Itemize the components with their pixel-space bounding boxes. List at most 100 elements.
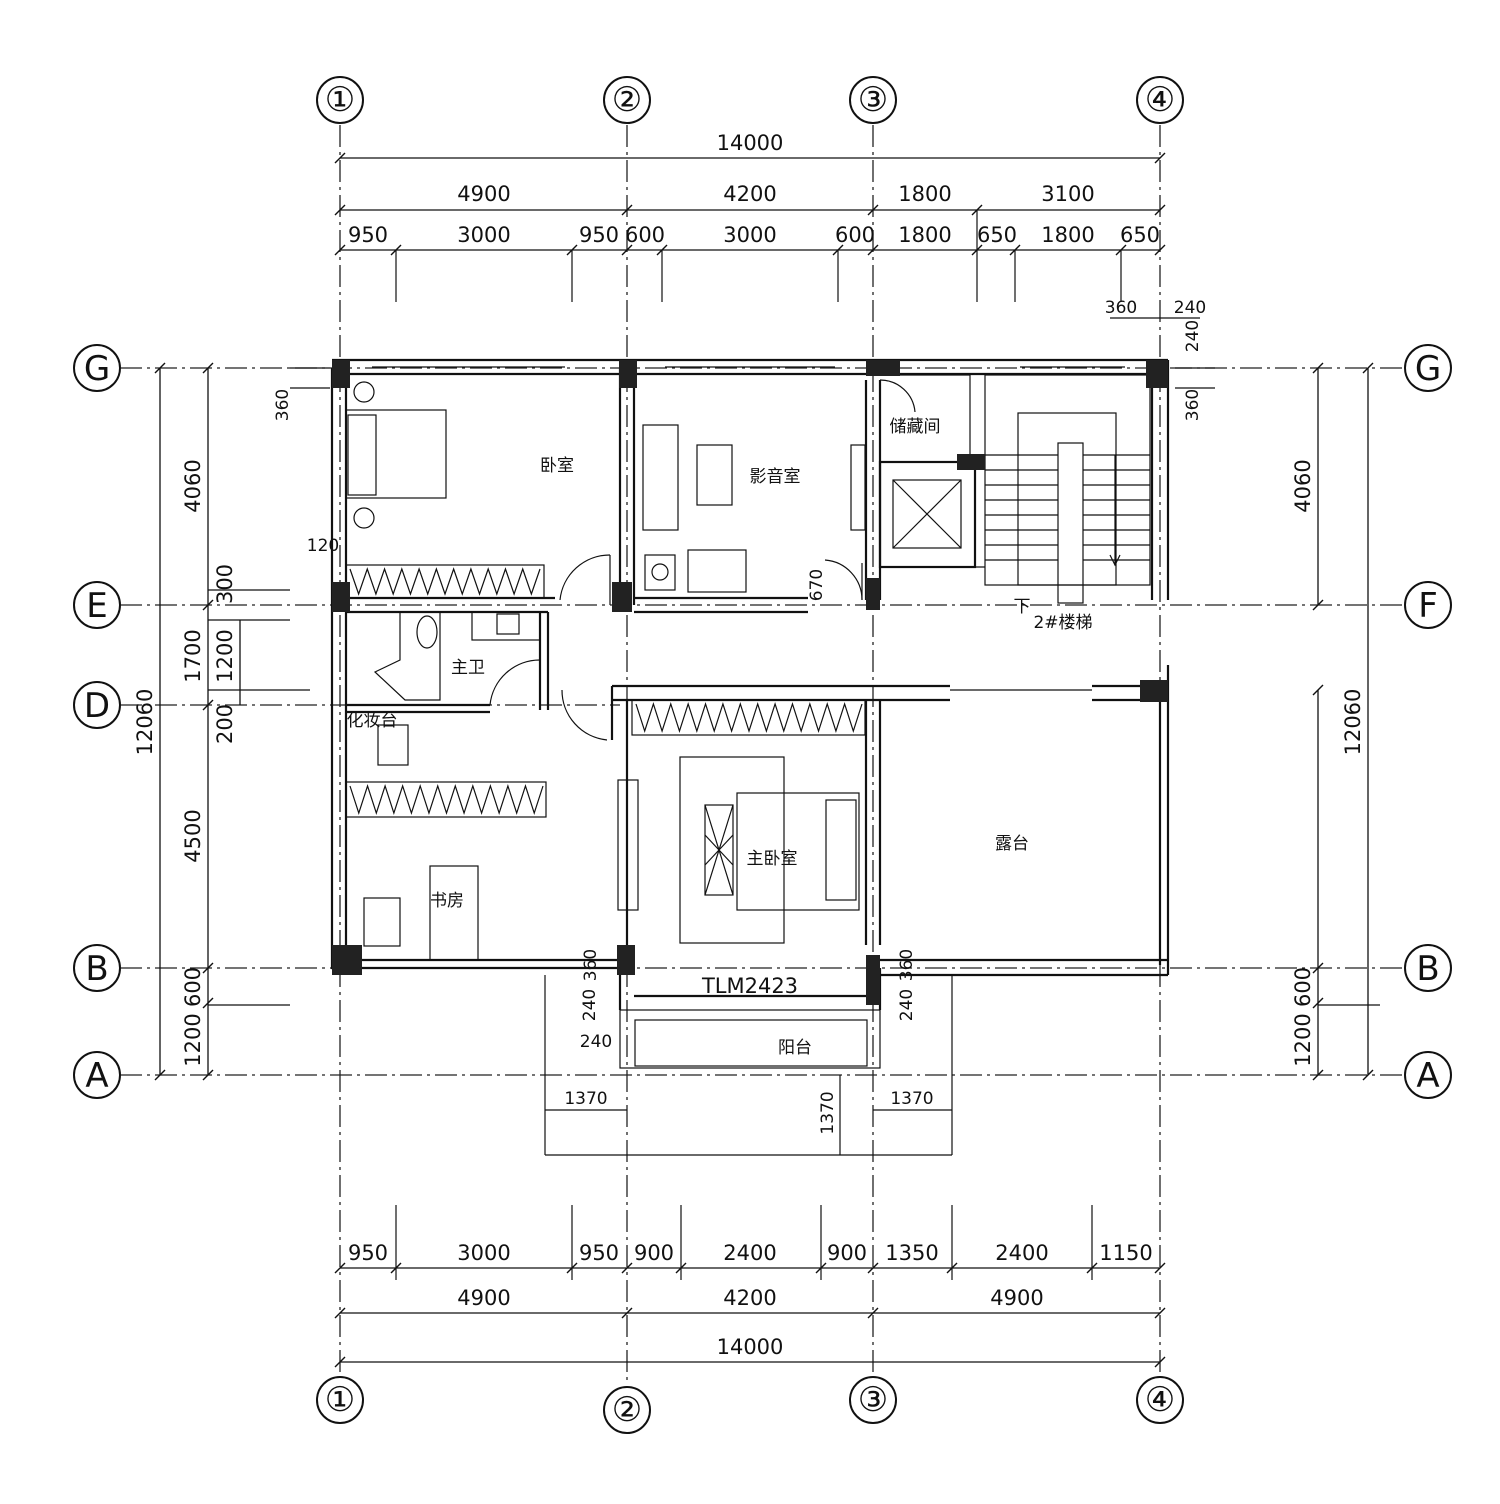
dim-top-total: 14000 (717, 131, 784, 155)
dim-top-row3-8: 1800 (1041, 223, 1094, 247)
stair-down-label: 下 (1014, 597, 1031, 617)
svg-text:③: ③ (858, 80, 888, 120)
dim-bottom-row1-0: 950 (348, 1241, 388, 1265)
room-storage: 储藏间 (890, 417, 941, 437)
svg-text:A: A (85, 1056, 108, 1096)
dim-top-row3-3: 600 (625, 223, 665, 247)
dim-bottom-row1-3: 900 (634, 1241, 674, 1265)
dim-bottom-row1-7: 2400 (995, 1241, 1048, 1265)
dim-top-row3-7: 650 (977, 223, 1017, 247)
dim-top-row3-5: 600 (835, 223, 875, 247)
svg-text:④: ④ (1145, 1380, 1175, 1420)
dim-top-row3-6: 1800 (898, 223, 951, 247)
dim-right-1: 600 (1291, 967, 1315, 1007)
dim-top-row3-2: 950 (579, 223, 619, 247)
svg-text:A: A (1416, 1056, 1439, 1096)
svg-text:②: ② (612, 80, 642, 120)
grid-bubble-F-right: F (1404, 581, 1452, 629)
dim-right-0: 4060 (1291, 459, 1315, 512)
dim-bottom-row1-2: 950 (579, 1241, 619, 1265)
dim-balcony-240-c: 240 (580, 1032, 612, 1052)
dim-left-5: 600 (181, 967, 205, 1007)
wardrobe-hangers (349, 784, 544, 815)
dim-top-row2-0: 4900 (457, 182, 510, 206)
dim-balcony-360-a: 360 (581, 949, 601, 981)
room-master-bath: 主卫 (451, 658, 485, 678)
dim-bottom-row2-1: 4200 (723, 1286, 776, 1310)
dim-top-row2-2: 1800 (898, 182, 951, 206)
dim-bottom-row1-6: 1350 (885, 1241, 938, 1265)
grid-bubbles: ① ② ③ ④ ① ② ③ ④ G E D B A G F B A (73, 76, 1452, 1434)
dim-left-1: 300 (213, 564, 237, 604)
svg-text:F: F (1418, 586, 1438, 626)
svg-text:G: G (84, 349, 110, 389)
dim-bottom-row1-1: 3000 (457, 1241, 510, 1265)
wardrobe-hangers (635, 702, 863, 733)
svg-text:④: ④ (1145, 80, 1175, 120)
bottom-dimensions: 950 3000 950 900 2400 900 1350 2400 1150… (334, 1205, 1166, 1368)
dim-left-2: 1700 (181, 629, 205, 682)
room-study: 书房 (430, 891, 464, 911)
grid-bubble-B-left: B (73, 944, 121, 992)
dim-top-row3-4: 3000 (723, 223, 776, 247)
room-terrace: 露台 (995, 834, 1029, 854)
dim-top-row2-1: 4200 (723, 182, 776, 206)
dim-bottom-row2-0: 4900 (457, 1286, 510, 1310)
dim-right-corner: 360 (1183, 389, 1203, 421)
room-master-bedroom: 主卧室 (747, 849, 798, 869)
dim-corner-240-v: 240 (1183, 320, 1203, 352)
dim-bottom-row2-2: 4900 (990, 1286, 1043, 1310)
grid-bubble-3-bottom: ③ (849, 1376, 897, 1424)
dim-left-corner: 360 (273, 389, 293, 421)
columns (332, 360, 1168, 1005)
dim-door-670: 670 (807, 569, 827, 601)
room-bedroom: 卧室 (540, 456, 574, 476)
room-balcony: 阳台 (778, 1038, 812, 1058)
svg-text:D: D (84, 686, 110, 726)
dim-balcony-1370-depth: 1370 (818, 1091, 838, 1134)
svg-text:②: ② (612, 1390, 642, 1430)
grid-bubble-1-top: ① (316, 76, 364, 124)
svg-text:③: ③ (858, 1380, 888, 1420)
dim-label-120: 120 (307, 536, 339, 556)
sofa-theater (642, 424, 679, 531)
room-labels: 卧室 影音室 储藏间 2#楼梯 主卫 化妆台 主卧室 露台 书房 阳台 (347, 417, 1093, 1058)
dim-corner-240: 240 (1174, 298, 1206, 318)
dim-right-2: 1200 (1291, 1013, 1315, 1066)
left-dimensions: 12060 4060 300 1700 1200 200 4500 600 12… (133, 362, 339, 1081)
svg-text:①: ① (325, 1380, 355, 1420)
grid-bubble-4-bottom: ④ (1136, 1376, 1184, 1424)
dim-left-6: 1200 (181, 1013, 205, 1066)
grid-bubble-D-left: D (73, 681, 121, 729)
dim-left-outer: 12060 (133, 689, 157, 756)
wardrobe-hangers (349, 567, 541, 596)
room-stair: 2#楼梯 (1033, 613, 1092, 633)
grid-bubble-4-top: ④ (1136, 76, 1184, 124)
dim-left-0: 4060 (181, 459, 205, 512)
dim-left-1200a: 1200 (213, 629, 237, 682)
dim-top-row3-1: 3000 (457, 223, 510, 247)
grid-bubble-2-bottom: ② (603, 1386, 651, 1434)
grid-bubble-A-left: A (73, 1051, 121, 1099)
grid-bubble-A-right: A (1404, 1051, 1452, 1099)
misc-labels: 670 下 TLM2423 360 360 240 240 240 1370 1… (564, 569, 1030, 1135)
door-code: TLM2423 (701, 974, 798, 998)
dim-balcony-240-b: 240 (897, 989, 917, 1021)
grid-bubble-G-right: G (1404, 344, 1452, 392)
dim-corner-360: 360 (1105, 298, 1137, 318)
svg-text:①: ① (325, 80, 355, 120)
dim-balcony-1370-left: 1370 (564, 1089, 607, 1109)
furniture (345, 381, 866, 961)
dim-top-row3-9: 650 (1120, 223, 1160, 247)
dim-right-outer: 12060 (1341, 689, 1365, 756)
svg-text:E: E (86, 586, 107, 626)
dim-balcony-360-b: 360 (897, 949, 917, 981)
dim-left-4: 4500 (181, 809, 205, 862)
top-dimensions: 14000 4900 4200 1800 3100 950 3000 950 6… (334, 131, 1206, 352)
dim-balcony-240-a: 240 (580, 989, 600, 1021)
grid-bubble-2-top: ② (603, 76, 651, 124)
dim-left-3: 200 (213, 704, 237, 744)
grid-bubble-1-bottom: ① (316, 1376, 364, 1424)
grid-bubble-3-top: ③ (849, 76, 897, 124)
